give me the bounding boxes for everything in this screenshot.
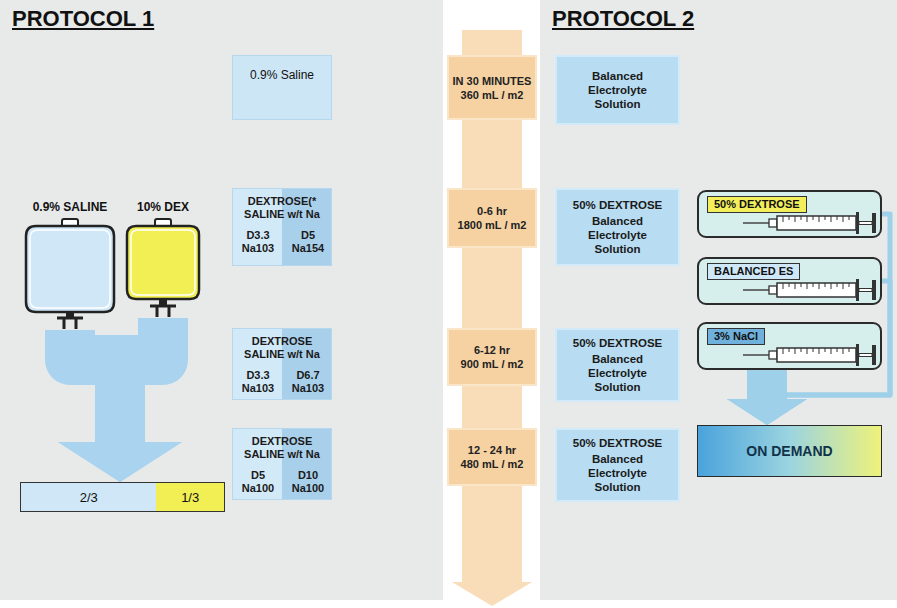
ratio-label: 1/3 [156, 490, 224, 505]
time-label: 6-12 hr [474, 343, 510, 357]
concentration-cell: D6.7 Na103 [283, 369, 333, 395]
fluid-label: 0.9% Saline [250, 68, 314, 82]
mixture-box: DEXTROSE SALINE w/t Na D5 Na100 D10 Na100 [232, 428, 332, 500]
ratio-bar: 2/31/3 [20, 482, 225, 512]
bag-label: 10% DEX [122, 200, 204, 218]
ratio-label: 2/3 [21, 490, 156, 505]
mixture-heading: DEXTROSE(* SALINE w/t Na [233, 195, 331, 221]
time-label: 12 - 24 hr [468, 443, 516, 457]
flow-arrow [727, 370, 807, 425]
demand-box: ON DEMAND [697, 425, 882, 477]
fluid-bag: 0.9% SALINE [20, 200, 120, 330]
saline-bag-drawing [20, 218, 120, 330]
panel-ground [540, 0, 897, 600]
demand-label: ON DEMAND [746, 443, 832, 459]
concentration-label: D5 Na100 [237, 469, 279, 495]
bag-label: 0.9% SALINE [20, 200, 120, 218]
mixture-box: DEXTROSE(* SALINE w/t Na D3.3 Na103 D5 Na1… [232, 188, 332, 266]
panel-heading: PROTOCOL 1 [12, 6, 154, 32]
arrow-head [727, 399, 807, 425]
timing-box: 0-6 hr1800 mL / m2 [447, 188, 537, 248]
fluid-box: 50% DEXTROSE Balanced Electrolyte Solutio… [555, 188, 680, 266]
fluid-label: Balanced Electrolyte Solution [576, 69, 660, 111]
concentration-cell: D3.3 Na103 [233, 229, 283, 255]
concentration-cell: D3.3 Na103 [233, 369, 283, 395]
timeline-arrowhead [452, 582, 532, 606]
fluid-label: Balanced Electrolyte Solution [576, 352, 660, 394]
fluid-box: 0.9% Saline [232, 55, 332, 120]
fluid-box: 50% DEXTROSE Balanced Electrolyte Solutio… [555, 328, 680, 402]
timing-box: 12 - 24 hr480 mL / m2 [447, 428, 537, 486]
mixture-heading: DEXTROSE SALINE w/t Na [233, 335, 331, 361]
fluid-label: Balanced Electrolyte Solution [576, 214, 660, 256]
mixture-heading: DEXTROSE SALINE w/t Na [233, 435, 331, 461]
time-label: IN 30 MINUTES [453, 74, 532, 88]
concentration-label: D10 Na100 [287, 469, 329, 495]
fluid-bag: 10% DEX [122, 200, 204, 318]
fluid-box: Balanced Electrolyte Solution [555, 55, 680, 125]
arrow-head [58, 442, 182, 482]
concentration-cell: D10 Na100 [283, 469, 333, 495]
concentration-cell: D5 Na100 [233, 469, 283, 495]
fluid-label: Balanced Electrolyte Solution [576, 452, 660, 494]
mixture-box: DEXTROSE SALINE w/t Na D3.3 Na103 D6.7 Na1… [232, 328, 332, 400]
timing-box: 6-12 hr900 mL / m2 [447, 328, 537, 386]
timing-box: IN 30 MINUTES360 mL / m2 [447, 55, 537, 120]
arrow-head [58, 442, 182, 482]
volume-label: 900 mL / m2 [461, 357, 524, 371]
fluid-label: 50% DEXTROSE [573, 198, 662, 212]
volume-label: 1800 mL / m2 [458, 218, 527, 232]
fluid-label: 50% DEXTROSE [573, 436, 662, 450]
arrow-shaft [120, 318, 163, 443]
syringe-panel: 50% DEXTROSE [697, 190, 882, 238]
concentration-label: D5 Na154 [287, 229, 329, 255]
protocol-panel: PROTOCOL 2Balanced Electrolyte Solution5… [540, 0, 897, 600]
syringe-panel: 3% NaCl [697, 322, 882, 370]
flow-arrow [727, 214, 890, 425]
arrow-head [727, 399, 807, 425]
protocol-panel: PROTOCOL 1 0.9% SALINE10% DEX 2/31/3 0.9% S… [0, 0, 443, 600]
dextrose-bag-drawing [122, 218, 204, 318]
concentration-label: D3.3 Na103 [237, 229, 279, 255]
volume-label: 480 mL / m2 [461, 457, 524, 471]
arrow-shaft [747, 370, 787, 400]
syringe-tag: BALANCED ES [707, 263, 800, 280]
syringe-tag: 50% DEXTROSE [707, 196, 807, 213]
panel-heading: PROTOCOL 2 [552, 6, 694, 32]
flow-arrow [58, 318, 182, 482]
syringe-panel: BALANCED ES [697, 257, 882, 305]
time-label: 0-6 hr [477, 204, 507, 218]
fluid-label: 50% DEXTROSE [573, 336, 662, 350]
concentration-label: D3.3 Na103 [237, 369, 279, 395]
fluid-box: 50% DEXTROSE Balanced Electrolyte Solutio… [555, 428, 680, 502]
volume-label: 360 mL / m2 [461, 88, 524, 102]
concentration-cell: D5 Na154 [283, 229, 333, 255]
panel-ground [0, 0, 443, 600]
arrow-head [727, 399, 807, 425]
arrow-shaft [767, 214, 890, 400]
concentration-label: D6.7 Na103 [287, 369, 329, 395]
syringe-tag: 3% NaCl [707, 328, 765, 345]
